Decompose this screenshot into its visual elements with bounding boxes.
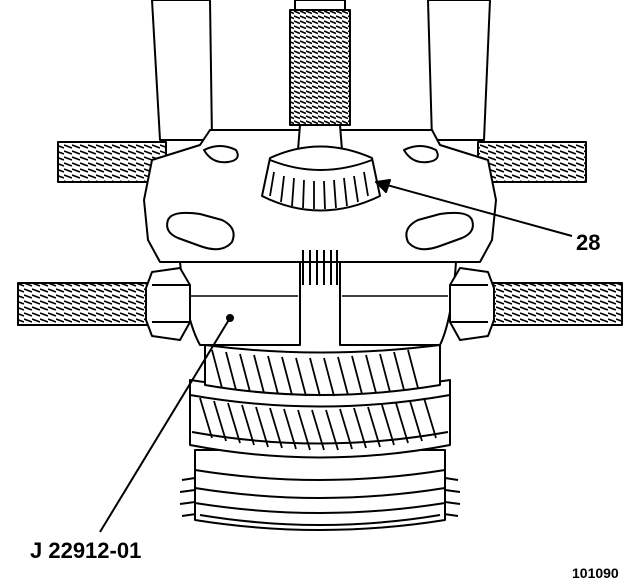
figure-number: 101090 (572, 565, 619, 581)
tapered-roller-bearing (261, 145, 381, 212)
helical-teeth-lower (199, 397, 437, 451)
forcing-screw (289, 0, 351, 151)
helical-teeth-upper (211, 349, 419, 397)
leader-lines (99, 179, 573, 533)
right-slot (405, 211, 474, 251)
lower-left-rod (17, 282, 161, 326)
gear-stack (179, 344, 461, 531)
upper-right-rod (477, 141, 587, 183)
center-shaft (302, 250, 338, 285)
leader-28-arrow (375, 179, 391, 193)
leader-tool (99, 317, 231, 533)
lower-hub (194, 449, 446, 531)
lower-gear-teeth (179, 477, 461, 517)
tool-callout: J 22912-01 (30, 538, 141, 563)
right-hex-nut (449, 267, 495, 341)
bearing-rollers (269, 171, 369, 210)
lower-right-rod (479, 282, 623, 326)
upper-helical-gear (204, 344, 441, 396)
left-slot (166, 211, 235, 251)
part-callout-28: 28 (576, 230, 600, 255)
leader-28 (375, 181, 573, 237)
left-hex-nut (145, 267, 191, 341)
